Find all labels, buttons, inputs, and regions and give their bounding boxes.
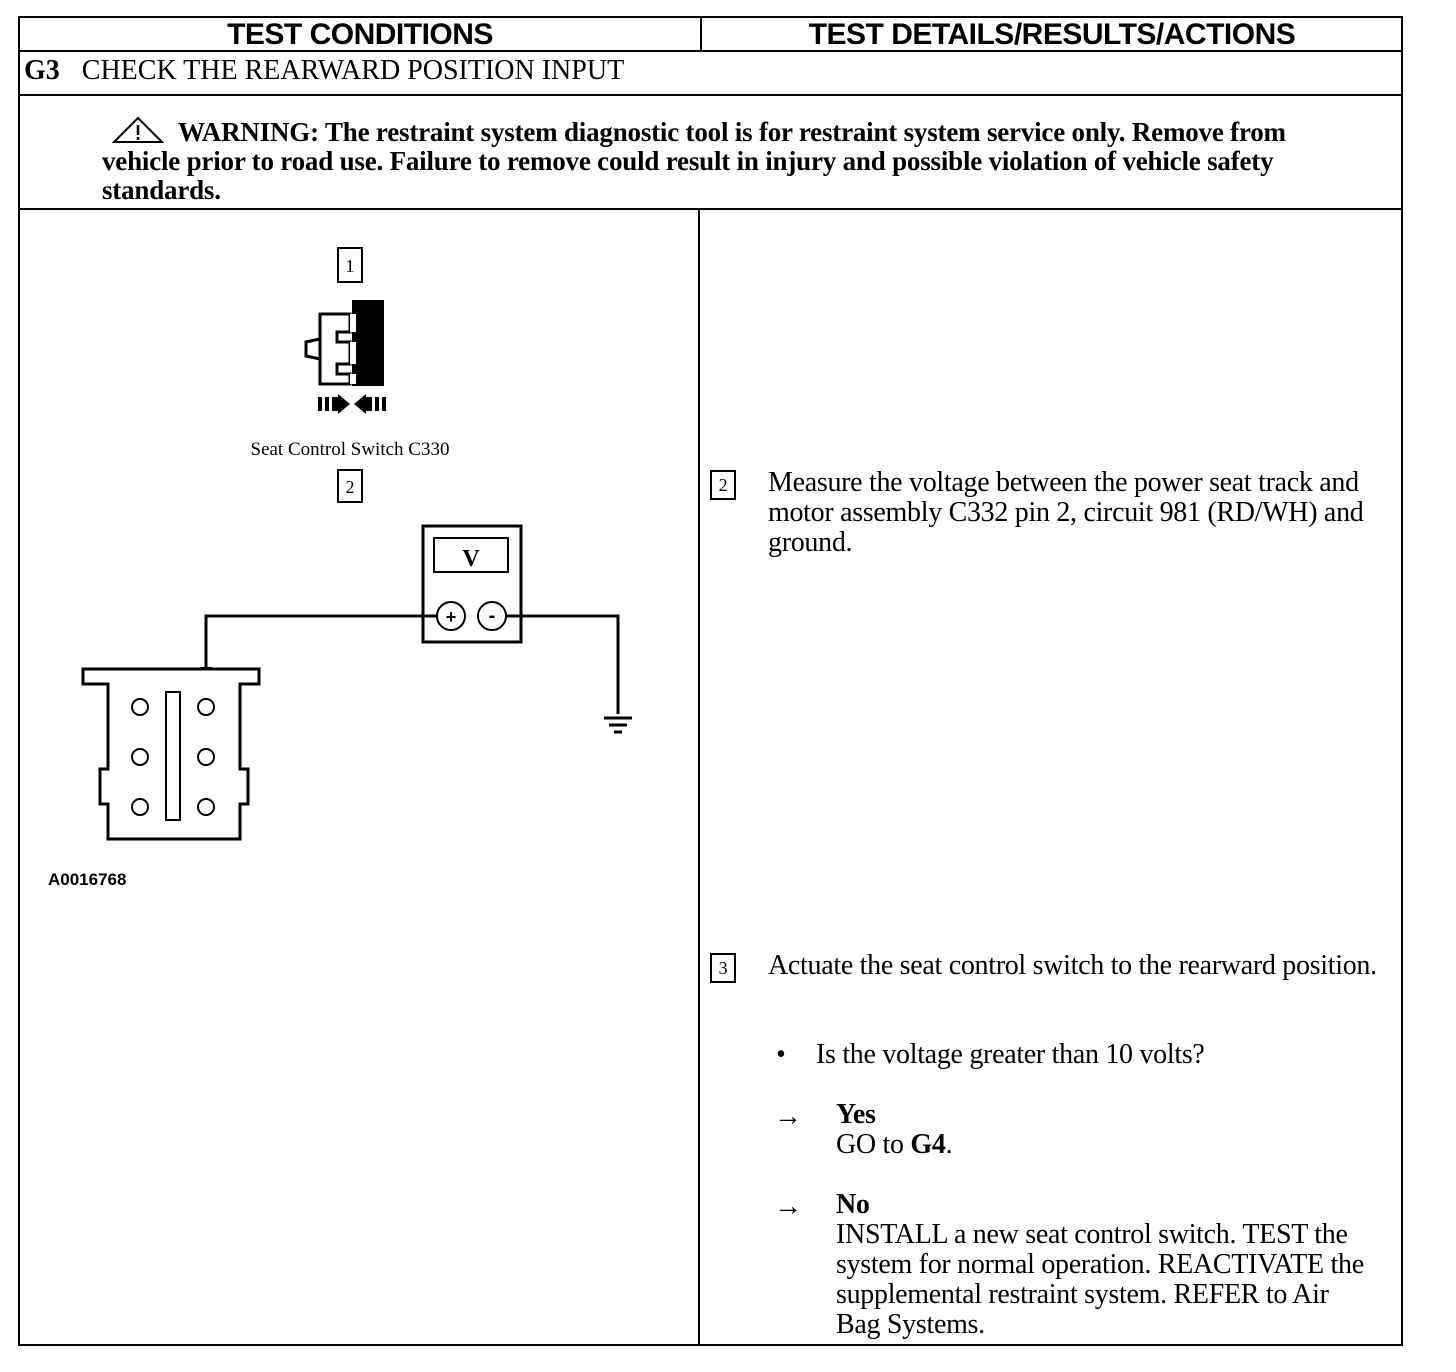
meter-minus-label: -	[489, 605, 496, 627]
no-action: INSTALL a new seat control switch. TEST …	[836, 1219, 1364, 1340]
callout-1-text: 1	[346, 256, 355, 276]
header-test-details: TEST DETAILS/RESULTS/ACTIONS	[808, 18, 1296, 51]
step-3-text: Actuate the seat control switch to the r…	[768, 950, 1377, 981]
meter-plus-label: +	[446, 607, 457, 627]
voltmeter-icon: V + -	[421, 524, 523, 644]
meter-volt-label: V	[462, 546, 480, 572]
yes-label: Yes	[836, 1099, 876, 1130]
no-answer: No INSTALL a new seat control switch. TE…	[836, 1190, 1376, 1340]
warning-triangle-icon	[112, 116, 164, 143]
question-bullet: •	[776, 1039, 786, 1070]
warning-divider	[18, 208, 1403, 210]
yes-action-prefix: GO to	[836, 1129, 911, 1160]
no-arrow-icon: →	[774, 1191, 802, 1222]
step-title: CHECK THE REARWARD POSITION INPUT	[81, 55, 625, 86]
step-2-number: 2	[710, 470, 736, 500]
step-title-row: G3 CHECK THE REARWARD POSITION INPUT	[24, 54, 624, 88]
header-test-conditions: TEST CONDITIONS	[227, 18, 493, 51]
connector-label: Seat Control Switch C330	[251, 439, 450, 460]
header-column-divider	[700, 16, 702, 52]
negative-lead	[506, 614, 620, 714]
figure-id: A0016768	[48, 870, 126, 889]
callout-2-text: 2	[346, 477, 355, 497]
callout-box-2	[337, 469, 363, 503]
disconnect-connector-icon	[304, 300, 386, 414]
step-title-divider	[18, 94, 1403, 96]
warning-text: The restraint system diagnostic tool is …	[102, 117, 1286, 205]
test-diagram: 1 Seat Control Switch C330 2	[20, 214, 700, 934]
connector-diagram: 1 Seat Control Switch C330 2	[48, 247, 632, 889]
warning-block: WARNING: The restraint system diagnostic…	[102, 116, 1352, 205]
body-column-divider	[698, 210, 700, 1346]
step-code: G3	[24, 55, 60, 86]
test-table	[18, 16, 1403, 1346]
ground-icon	[604, 716, 632, 734]
positive-lead	[204, 614, 437, 669]
no-label: No	[836, 1189, 870, 1220]
step-2-text: Measure the voltage between the power se…	[768, 467, 1364, 558]
yes-arrow-icon: →	[774, 1101, 802, 1132]
yes-action-target: G4	[910, 1129, 946, 1160]
warning-label: WARNING:	[178, 117, 319, 147]
yes-answer: Yes GO to G4.	[836, 1100, 1376, 1160]
yes-action-suffix: .	[945, 1129, 953, 1160]
header-divider	[18, 50, 1403, 52]
seat-track-connector-icon	[81, 667, 261, 841]
callout-box-1	[337, 247, 363, 283]
question-text: Is the voltage greater than 10 volts?	[816, 1039, 1205, 1070]
step-3-number: 3	[710, 953, 736, 983]
